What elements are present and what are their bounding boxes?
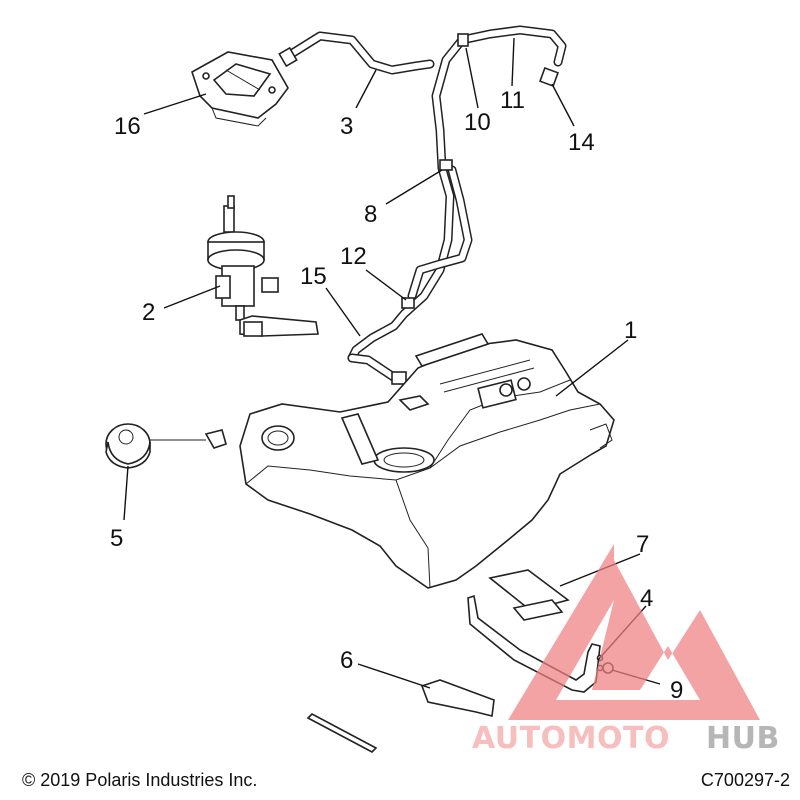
part-7-pads [488, 569, 570, 621]
strip [306, 713, 378, 753]
callout-2: 2 [142, 299, 155, 326]
callout-11: 11 [500, 87, 525, 114]
callout-1: 1 [624, 317, 637, 344]
watermark-text-hub: HUB [706, 721, 780, 756]
part-2-fuel-pump [207, 195, 319, 337]
callout-12: 12 [340, 243, 367, 270]
callout-8: 8 [364, 201, 377, 228]
watermark-triangle-logo [508, 544, 760, 720]
automotohub-watermark: AUTOMOTO HUB [472, 544, 780, 756]
callout-5: 5 [110, 525, 123, 552]
copyright-notice: © 2019 Polaris Industries Inc. [22, 770, 258, 790]
callout-16: 16 [114, 113, 141, 140]
callout-6: 6 [340, 647, 353, 674]
part-1-fuel-tank [239, 333, 615, 589]
callouts: 16 3 10 11 14 8 12 15 2 1 5 7 4 6 9 [110, 87, 683, 704]
hose-assembly [278, 25, 567, 385]
diagram-part-number: C700297-2 [700, 770, 790, 790]
callout-7: 7 [636, 531, 649, 558]
part-16-pump-cover [191, 51, 289, 127]
part-5-fuel-cap [105, 423, 227, 469]
callout-4: 4 [640, 585, 653, 612]
callout-10: 10 [464, 109, 491, 136]
watermark-text-automoto: AUTOMOTO [472, 721, 670, 756]
callout-3: 3 [340, 113, 353, 140]
part-6-shield [420, 679, 495, 717]
callout-15: 15 [300, 263, 327, 290]
callout-9: 9 [670, 677, 683, 704]
callout-14: 14 [568, 129, 595, 156]
